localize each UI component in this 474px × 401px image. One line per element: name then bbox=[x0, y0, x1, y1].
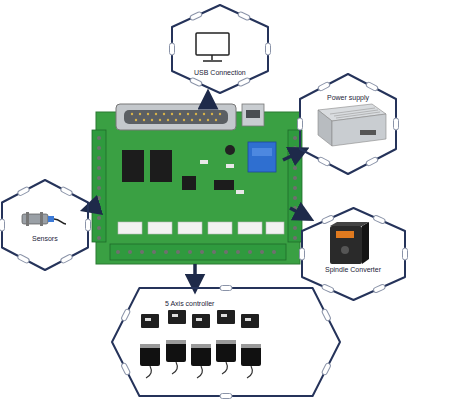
chain-link bbox=[318, 157, 331, 167]
chain-link bbox=[373, 284, 386, 293]
hexagon-outline bbox=[112, 288, 340, 396]
chain-link bbox=[266, 43, 271, 55]
chain-link bbox=[121, 363, 131, 376]
hexagon-outline bbox=[302, 208, 405, 300]
chain-link bbox=[321, 363, 331, 376]
hexagon-outline bbox=[300, 74, 396, 174]
node-label: 5 Axis controller bbox=[164, 300, 215, 308]
node-label: Sensors bbox=[31, 235, 59, 243]
chain-link bbox=[190, 11, 203, 21]
hexagon-node: Sensors bbox=[2, 180, 88, 270]
hexagon-border bbox=[2, 180, 88, 270]
node-label: Power supply bbox=[326, 94, 370, 102]
stepper-driver-labels bbox=[145, 314, 251, 321]
hexagon-node: 5 Axis controller bbox=[112, 288, 340, 396]
chain-link bbox=[17, 254, 30, 264]
hexagon-node: USB Connection bbox=[172, 5, 268, 93]
stepper-drivers bbox=[141, 310, 259, 328]
chain-link bbox=[403, 248, 408, 260]
power-supply-icon bbox=[318, 104, 386, 146]
hexagon-border bbox=[172, 5, 268, 93]
hexagon-outline bbox=[2, 180, 88, 270]
chain-link bbox=[238, 11, 251, 21]
chain-link bbox=[220, 394, 232, 399]
stepper-motors bbox=[140, 340, 261, 378]
node-label: USB Connection bbox=[193, 69, 247, 77]
chain-link bbox=[60, 254, 73, 264]
hexagon-border bbox=[112, 288, 340, 396]
chain-link bbox=[17, 186, 30, 196]
hexagon-border bbox=[302, 208, 405, 300]
hex-ground bbox=[172, 5, 252, 93]
chain-link bbox=[300, 248, 305, 260]
chain-link bbox=[321, 284, 334, 293]
chain-link bbox=[170, 43, 175, 55]
hexagon-outline bbox=[172, 5, 268, 93]
pointer-arrows bbox=[90, 99, 305, 284]
chain-link bbox=[394, 118, 399, 130]
chain-link bbox=[321, 309, 331, 322]
chain-link bbox=[220, 286, 232, 291]
spindle-converter-icon bbox=[330, 222, 369, 264]
chain-link bbox=[318, 82, 331, 92]
breakout-board bbox=[92, 104, 302, 264]
chain-link bbox=[86, 219, 91, 231]
chain-link bbox=[321, 215, 334, 224]
chain-link bbox=[121, 309, 131, 322]
chain-link bbox=[298, 118, 303, 130]
chain-link bbox=[60, 186, 73, 196]
sensor-icon bbox=[22, 212, 66, 226]
node-label: Spindle Converter bbox=[324, 266, 382, 274]
chain-link bbox=[366, 82, 379, 92]
hexagon-border bbox=[300, 74, 396, 174]
chain-link bbox=[0, 219, 5, 231]
hexagon-node: Spindle Converter bbox=[302, 208, 405, 300]
monitor-icon bbox=[196, 33, 229, 61]
chain-link bbox=[190, 77, 203, 87]
chain-link bbox=[373, 215, 386, 224]
hexagon-node: Power supply bbox=[300, 74, 396, 174]
chain-link bbox=[366, 157, 379, 167]
chain-link bbox=[238, 77, 251, 87]
